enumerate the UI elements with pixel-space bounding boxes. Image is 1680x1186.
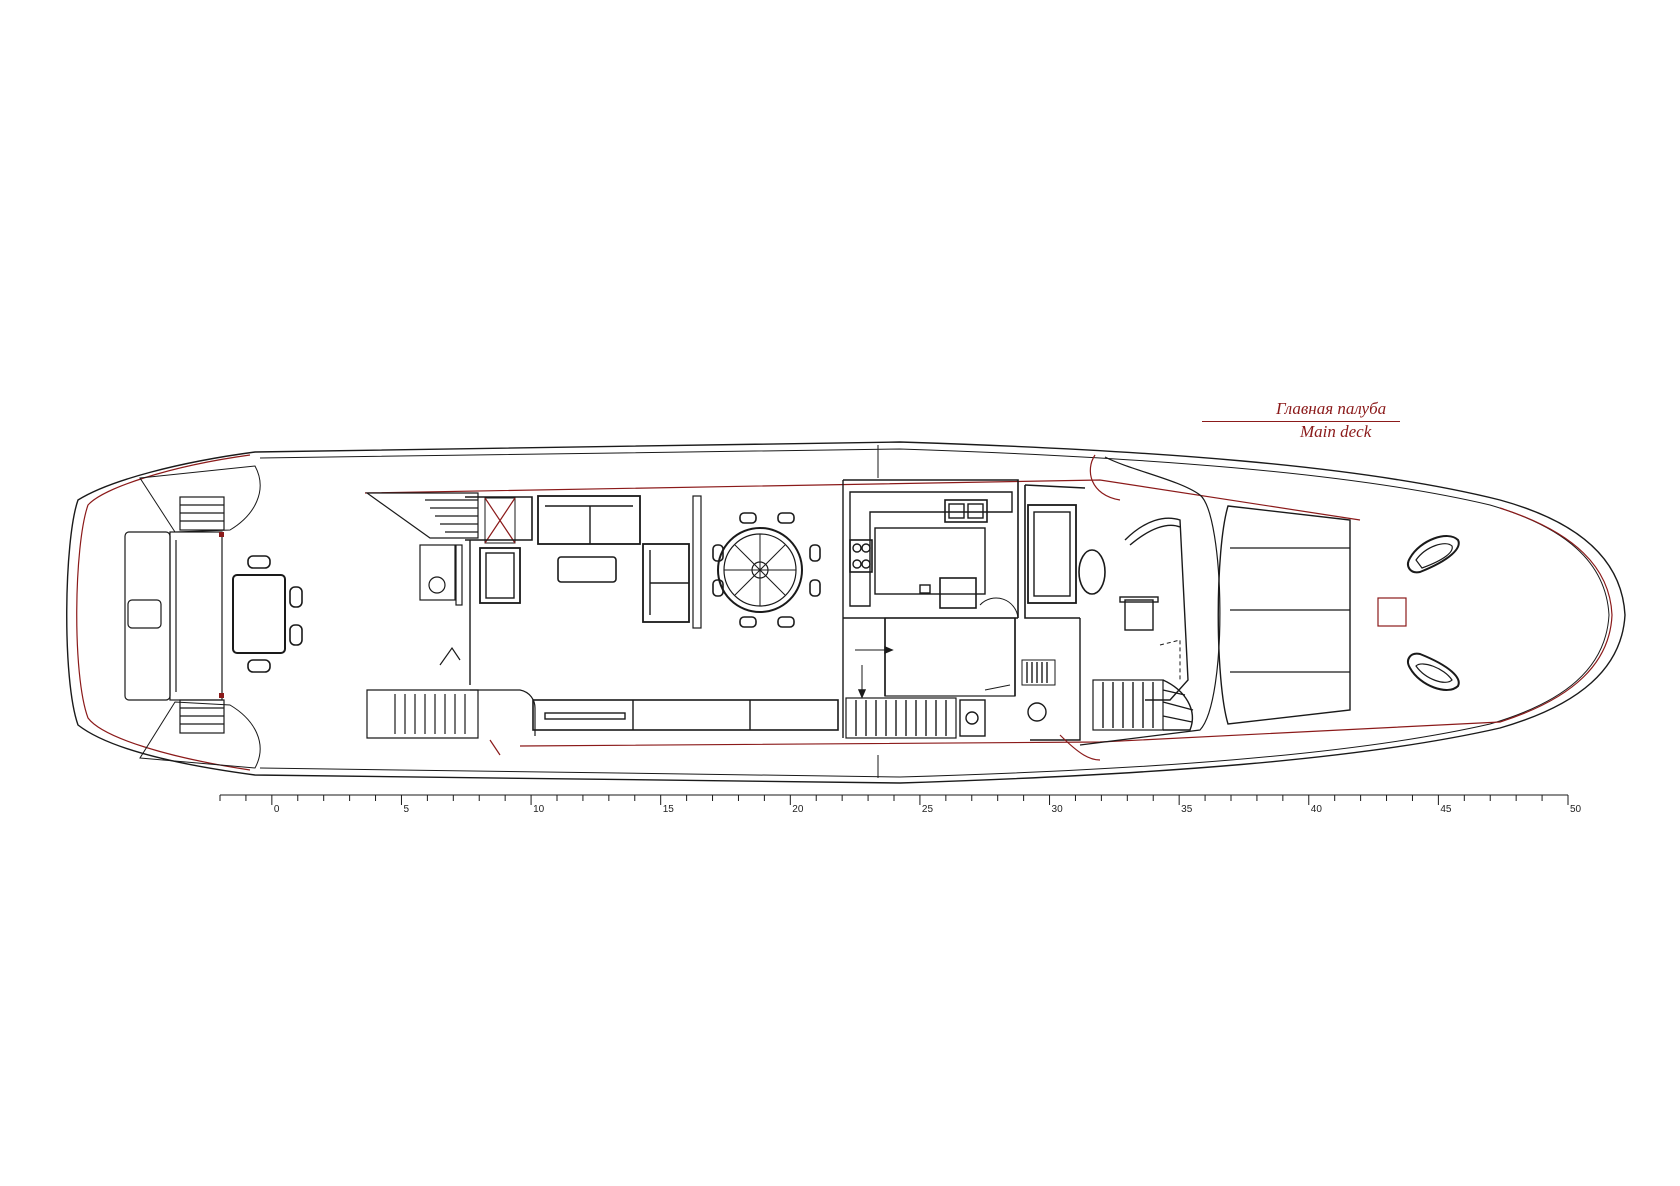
foredeck [1079,456,1460,746]
aft-lobby [365,492,516,739]
scale-label: 20 [792,804,804,815]
scale-label: 50 [1570,804,1582,815]
drawing-title-en: Main deck [1300,422,1372,441]
scale-label: 45 [1440,804,1452,815]
scale-label: 25 [922,804,934,815]
main-salon [465,480,894,738]
scale-label: 0 [274,804,280,815]
drawing-title-ru: Главная палуба [1276,399,1387,418]
wheelhouse [1021,484,1194,741]
title-underline [1202,421,1400,422]
aft-accent-marks [219,532,224,698]
aft-cockpit [124,465,303,769]
scale-label: 10 [533,804,545,815]
scale-label: 30 [1052,804,1064,815]
scale-label: 5 [403,804,409,815]
scale-label: 15 [663,804,675,815]
hull-outline [66,441,1626,784]
scale-label: 35 [1181,804,1193,815]
scale-label: 40 [1311,804,1323,815]
foredeck-accent [489,454,1407,761]
hull-accent-line [76,454,1613,771]
scale-bar: 0 5 10 15 20 25 30 35 40 45 50 [219,794,1582,815]
galley [843,445,1019,778]
